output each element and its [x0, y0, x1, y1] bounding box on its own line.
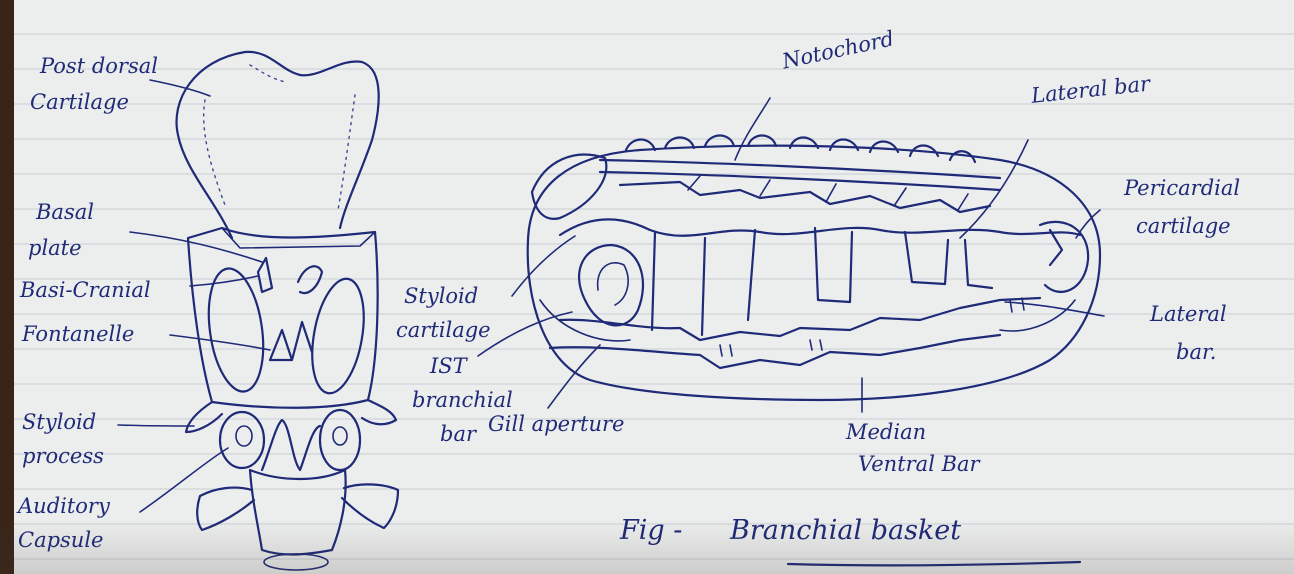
anterior-lobe	[532, 155, 606, 219]
label-bar: bar	[440, 422, 476, 446]
fig-title: Branchial basket	[730, 516, 961, 546]
cranium-sketch	[177, 52, 398, 570]
label-pericardial-cartilage: cartilage	[1136, 214, 1231, 238]
label-post-dorsal: Post dorsal	[40, 54, 158, 78]
basket-outline	[528, 146, 1100, 400]
label-auditory-capsule: Capsule	[18, 528, 103, 552]
median-ventral-bar	[550, 335, 1000, 368]
styloid-process-left	[186, 402, 222, 432]
auditory-capsule-left-inner	[236, 426, 252, 446]
fin-right	[342, 484, 398, 528]
label-post-dorsal-cartilage: Cartilage	[30, 90, 129, 114]
leader-auditory-capsule	[140, 448, 228, 512]
gill-aperture-loop	[579, 245, 643, 325]
gill-aperture-inner	[598, 263, 629, 305]
basal-plate	[188, 228, 378, 408]
leader-fontanelle	[170, 335, 270, 350]
label-branchial: branchial	[412, 388, 513, 412]
fig-title-underline	[788, 562, 1080, 565]
label-basal: Basal	[36, 200, 94, 224]
basi-cranial-mark-right	[298, 266, 322, 293]
mid-wavy-bar	[560, 219, 1080, 235]
label-lateral-bar-right: bar.	[1176, 340, 1216, 364]
fin-left	[197, 488, 254, 530]
label-styloid: Styloid	[22, 410, 96, 434]
label-auditory: Auditory	[18, 494, 110, 518]
post-dorsal-texture	[204, 65, 355, 210]
ventral-ticks	[720, 298, 1024, 356]
leader-notochord	[735, 98, 770, 160]
central-loops	[262, 420, 320, 470]
branchial-basket	[528, 136, 1100, 401]
basi-cranial-mark-left	[258, 258, 272, 292]
lower-body	[250, 470, 346, 555]
label-gill-aperture: Gill aperture	[488, 412, 624, 436]
leader-styloid-cartilage	[512, 236, 575, 296]
label-median-ventral: Ventral Bar	[858, 452, 980, 476]
auditory-capsule-right-inner	[333, 427, 347, 445]
leader-post-dorsal	[150, 80, 210, 96]
styloid-process-right	[362, 400, 396, 424]
label-fontanelle: Fontanelle	[22, 322, 134, 346]
label-styloid-process: process	[22, 444, 104, 468]
label-styloid-cart: Styloid	[404, 284, 478, 308]
lower-body-ring	[264, 554, 328, 570]
label-basal-plate: plate	[28, 236, 82, 260]
label-median: Median	[846, 420, 926, 444]
fontanelle-right	[304, 275, 371, 398]
label-styloid-cartilage: cartilage	[396, 318, 491, 342]
midline-triangles	[270, 322, 312, 360]
label-lateral-right: Lateral	[1150, 302, 1227, 326]
label-first: IST	[430, 354, 467, 378]
notochord	[600, 160, 1000, 190]
fig-prefix: Fig -	[620, 516, 682, 546]
label-basi-cranial: Basi-Cranial	[20, 278, 151, 302]
auditory-capsule-left	[220, 412, 264, 468]
leader-styloid-process	[118, 425, 194, 426]
auditory-capsule-right	[320, 410, 360, 470]
label-pericardial: Pericardial	[1124, 176, 1240, 200]
branchial-bars	[652, 228, 992, 335]
